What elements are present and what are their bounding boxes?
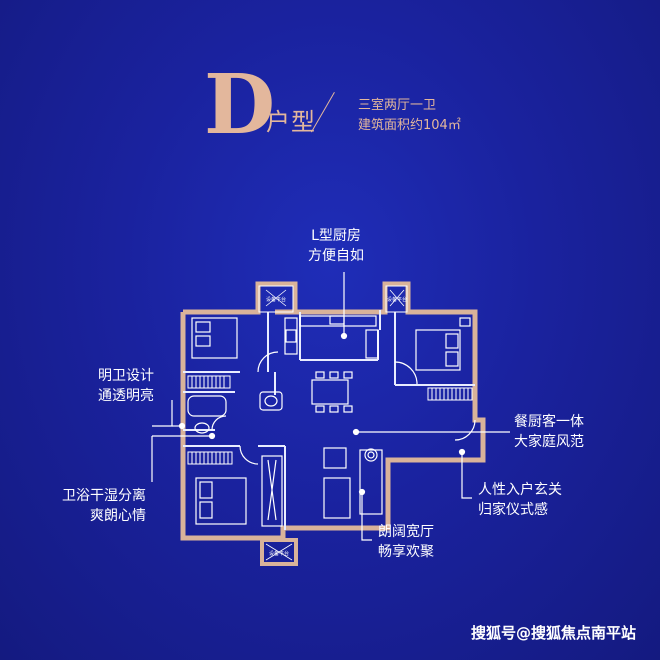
- callout-kitchen: L型厨房 方便自如: [308, 226, 364, 266]
- callout-entrance: 人性入户玄关 归家仪式感: [478, 480, 562, 520]
- bed-top-left: [191, 317, 238, 359]
- closet-bottom: [261, 455, 283, 527]
- callout-dry-wet-line1: 卫浴干湿分离: [62, 488, 146, 504]
- callout-living-line1: 朗阔宽厅: [378, 524, 434, 540]
- bed-right: [415, 317, 471, 371]
- kitchen-counter: [284, 315, 379, 359]
- equipment-platforms: 设备平台 设备平台 设备平台: [258, 285, 408, 566]
- callout-bathroom: 明卫设计 通透明亮: [98, 366, 154, 406]
- door-swings: [211, 351, 476, 465]
- callout-entrance-line1: 人性入户玄关: [478, 482, 562, 498]
- callout-kitchen-line2: 方便自如: [308, 248, 364, 264]
- area-description: 建筑面积约104㎡: [358, 118, 461, 133]
- layout-description: 三室两厅一卫: [358, 98, 437, 113]
- watermark: 搜狐号@搜狐焦点南平站: [470, 624, 636, 642]
- wardrobe-hatch-2: [427, 387, 473, 401]
- bed-bottom-left: [195, 477, 247, 525]
- interior-walls: [183, 310, 475, 530]
- callout-entrance-line2: 归家仪式感: [478, 502, 548, 518]
- callout-dining-line2: 大家庭风范: [514, 434, 584, 450]
- callout-kitchen-line1: L型厨房: [311, 228, 361, 244]
- callout-dry-wet: 卫浴干湿分离 爽朗心情: [62, 486, 146, 526]
- callout-bathroom-line2: 通透明亮: [98, 388, 154, 404]
- callout-dining: 餐厨客一体 大家庭风范: [514, 412, 584, 452]
- living-room: [323, 447, 383, 519]
- callout-dry-wet-line2: 爽朗心情: [90, 508, 146, 524]
- leader-lines: [151, 272, 510, 541]
- unit-letter: D: [204, 57, 276, 153]
- wardrobe-hatch-1: [187, 375, 231, 389]
- callout-living: 朗阔宽厅 畅享欢聚: [378, 522, 434, 562]
- equipment-platform-label-1: 设备平台: [266, 296, 286, 303]
- callout-living-line2: 畅享欢聚: [378, 544, 434, 560]
- outer-walls: [180, 281, 486, 541]
- bathroom-fixtures: [187, 391, 283, 434]
- equipment-platform-label-3: 设备平台: [269, 550, 289, 557]
- callout-bathroom-line1: 明卫设计: [98, 368, 154, 384]
- callout-dining-line1: 餐厨客一体: [514, 414, 584, 430]
- wardrobe-hatch-3: [187, 451, 233, 465]
- dining-table: [311, 371, 353, 413]
- equipment-platform-label-2: 设备平台: [387, 296, 407, 303]
- unit-type-label: 户型: [266, 108, 316, 136]
